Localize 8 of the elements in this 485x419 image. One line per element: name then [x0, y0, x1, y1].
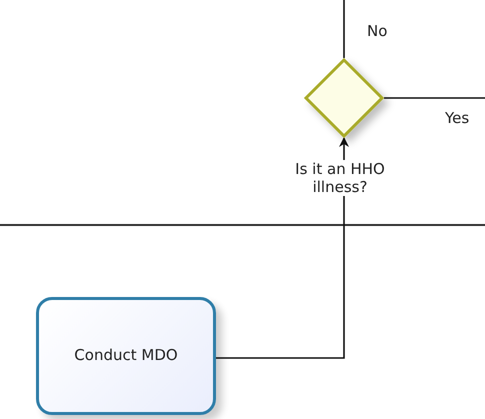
connector-line	[384, 97, 485, 99]
arrow	[216, 137, 349, 359]
edge-label: Yes	[445, 109, 470, 127]
edge-label: No	[367, 22, 388, 40]
process-box	[36, 297, 216, 415]
connector-line	[343, 0, 345, 58]
process-label: Conduct MDO	[74, 346, 178, 366]
decision-diamond	[304, 58, 384, 138]
